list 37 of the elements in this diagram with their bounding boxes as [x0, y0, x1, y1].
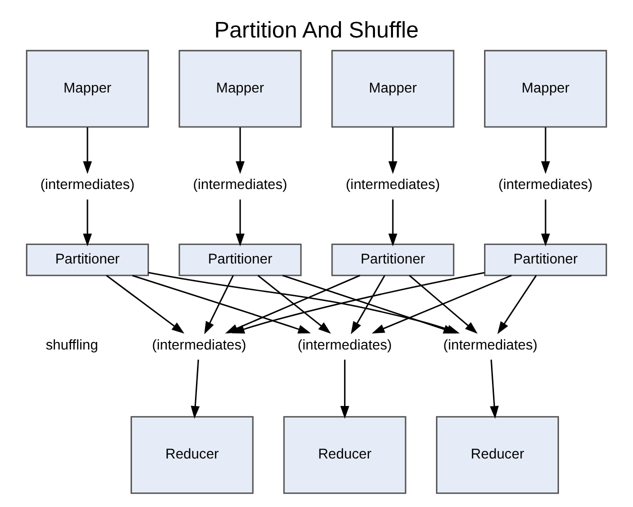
node-text: (intermediates)	[152, 336, 246, 353]
label: shuffling	[46, 336, 98, 353]
node-box: Partitioner	[26, 244, 149, 276]
arrow	[204, 275, 234, 334]
arrow	[83, 127, 92, 174]
node-box: Mapper	[331, 50, 454, 128]
arrow	[350, 275, 386, 334]
node-text: (intermediates)	[346, 176, 440, 192]
node-text: (intermediates)	[443, 336, 538, 353]
arrow	[490, 360, 499, 419]
node-text: (intermediates)	[298, 336, 392, 353]
node-box: Partitioner	[484, 244, 608, 276]
node-box: Mapper	[178, 50, 302, 128]
node-box: Mapper	[484, 50, 608, 128]
arrow	[190, 360, 200, 419]
node-box: Mapper	[26, 50, 149, 128]
diagram-title: Partition And Shuffle	[214, 18, 419, 43]
arrow	[541, 200, 550, 246]
node-box: Reducer	[283, 416, 406, 494]
arrow	[236, 200, 245, 246]
arrow	[236, 127, 245, 174]
node-box: Partitioner	[331, 244, 454, 276]
arrow	[340, 360, 350, 419]
arrow	[83, 200, 92, 246]
node-box: Reducer	[130, 416, 254, 494]
arrow	[388, 127, 398, 174]
arrow	[106, 274, 184, 334]
arrow	[388, 200, 398, 246]
arrow	[282, 274, 456, 334]
arrow	[497, 275, 537, 334]
node-box: Partitioner	[178, 244, 302, 276]
node-box: Reducer	[436, 416, 559, 494]
node-text: (intermediates)	[40, 176, 135, 192]
arrow	[541, 127, 550, 174]
arrow	[257, 274, 332, 334]
node-text: (intermediates)	[498, 176, 593, 192]
node-text: (intermediates)	[193, 176, 288, 192]
